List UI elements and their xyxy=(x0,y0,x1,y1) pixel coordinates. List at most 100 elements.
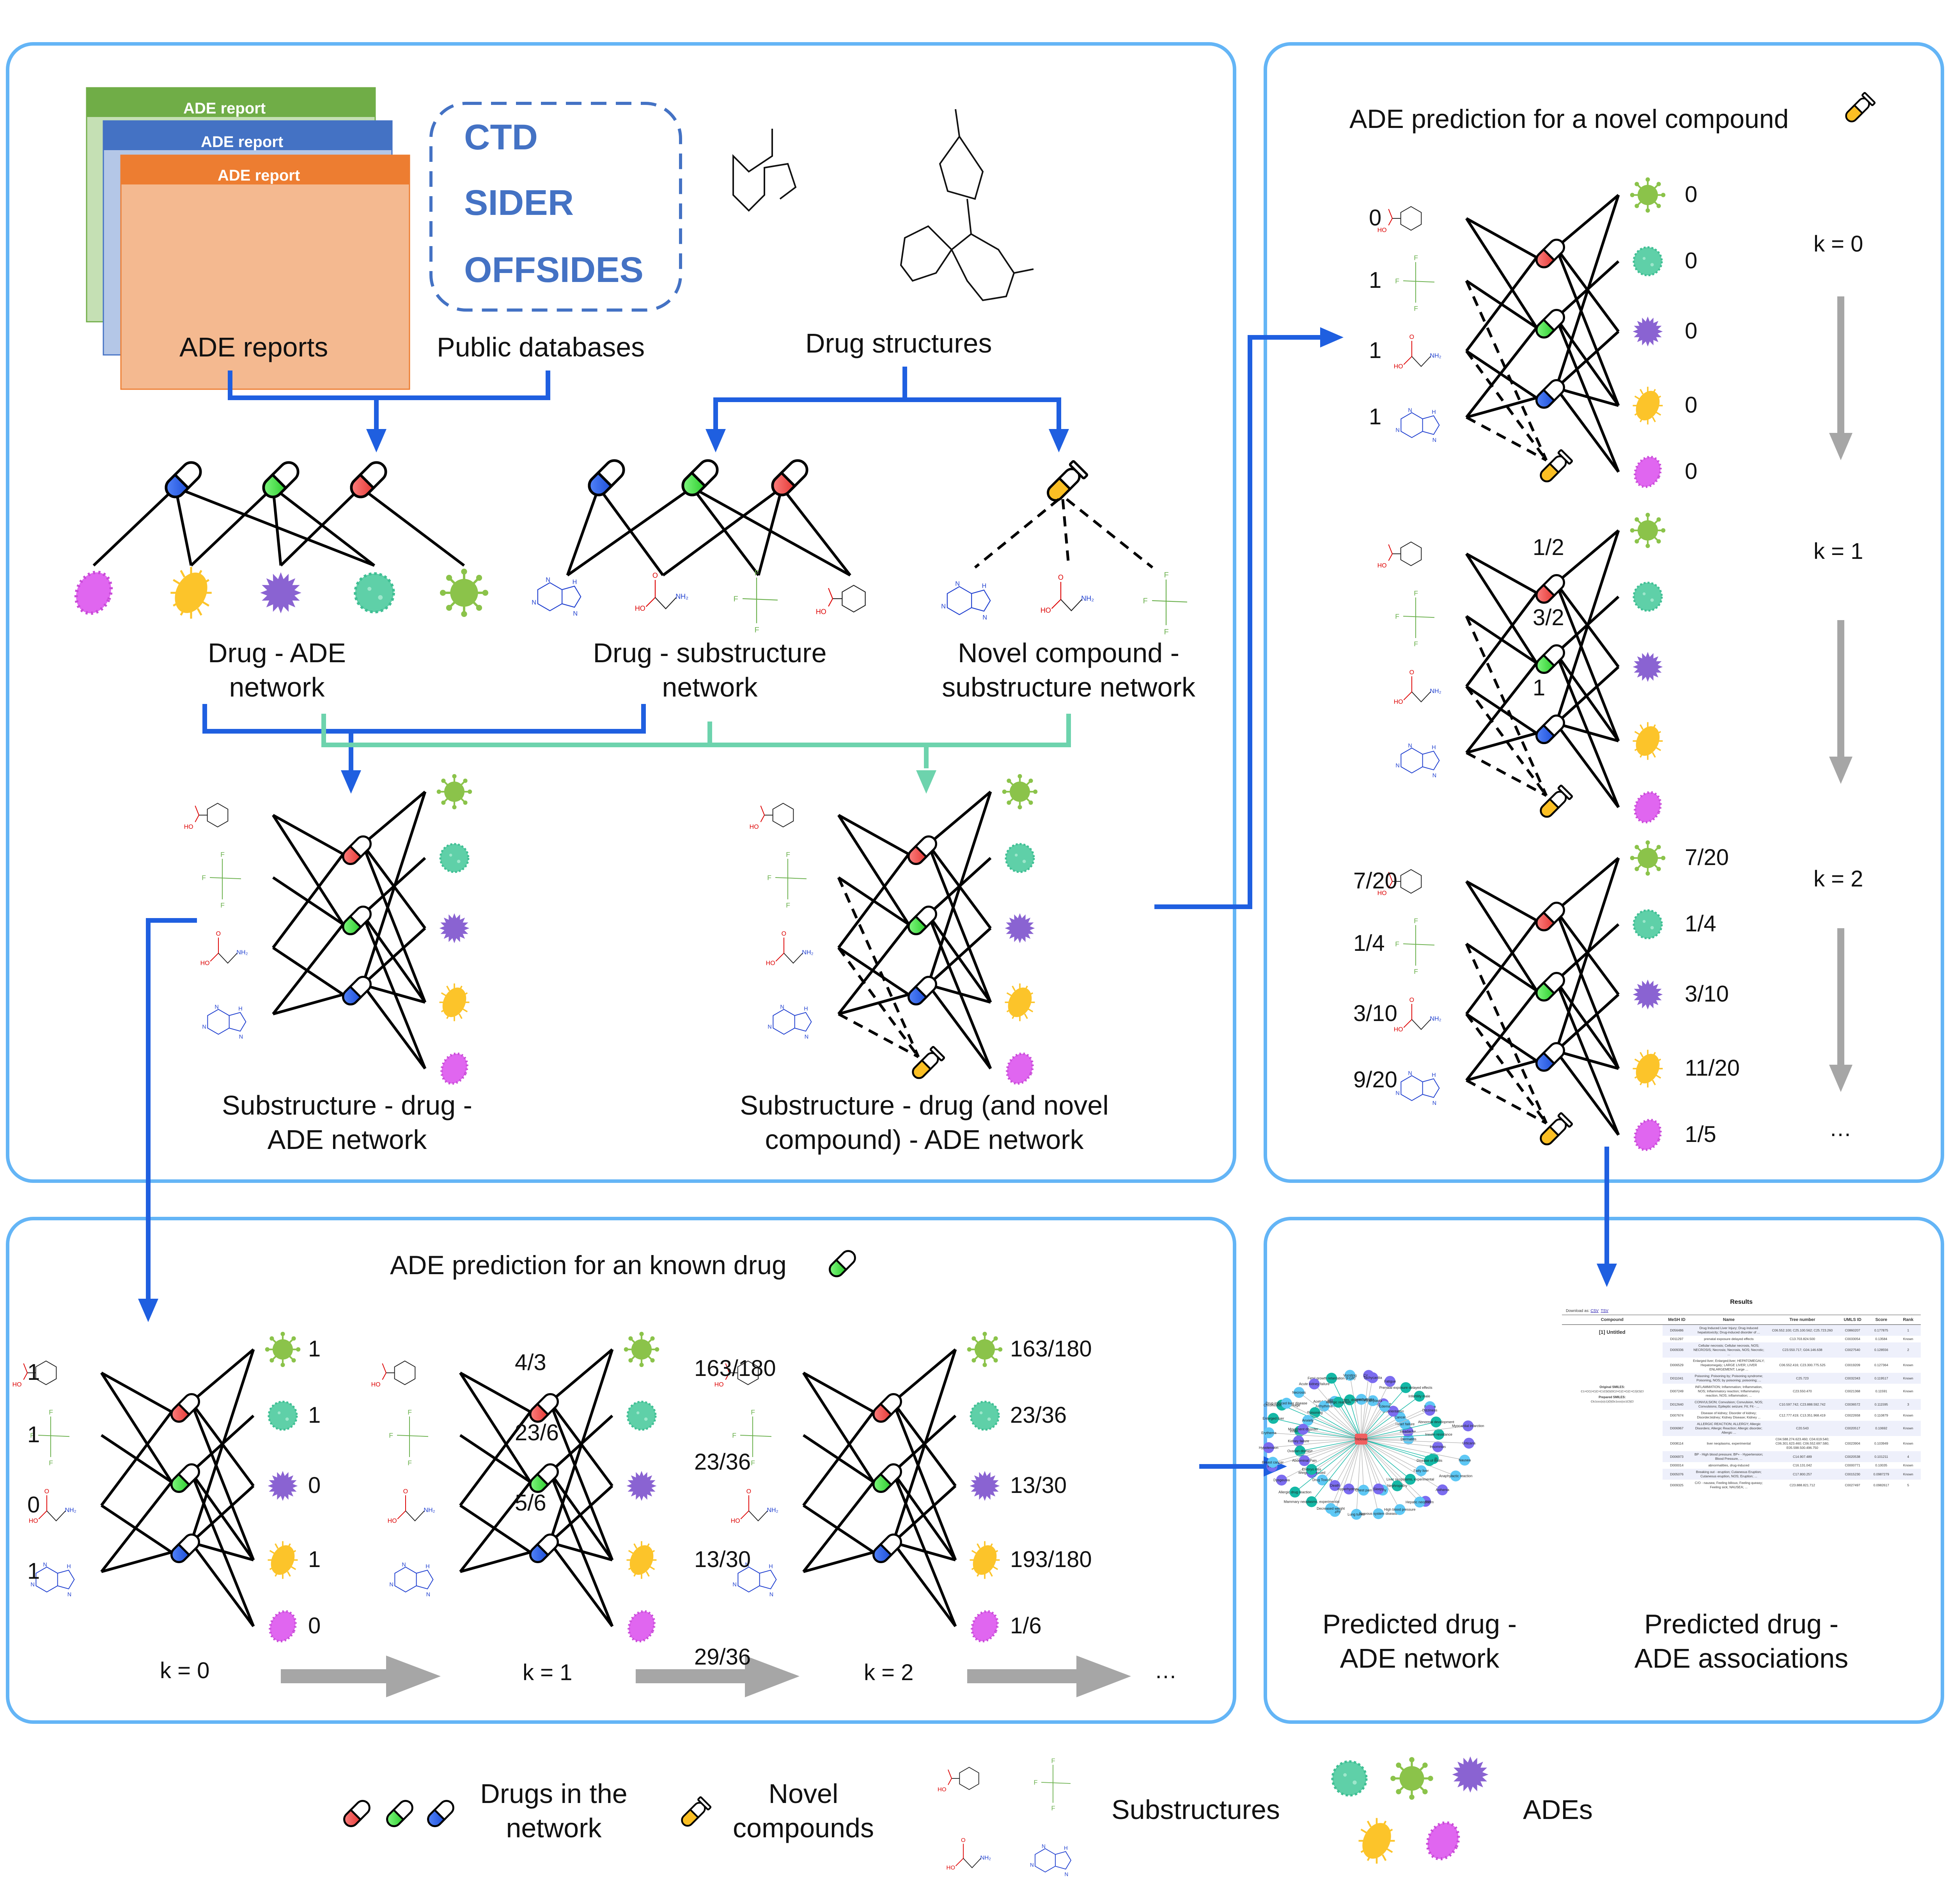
tube-cap xyxy=(929,1046,945,1062)
results-cell-score: 0.127364 xyxy=(1874,1363,1888,1367)
drug-structure-1-icon xyxy=(732,129,797,212)
download-csv-link[interactable]: CSV xyxy=(1590,1309,1599,1313)
pill-half xyxy=(908,844,928,865)
known-substructure-score: 1 xyxy=(27,1422,40,1447)
atom-n: N xyxy=(202,1024,206,1030)
pill-half xyxy=(872,1472,893,1493)
network-edge xyxy=(1273,1418,1361,1440)
atom-n: N xyxy=(239,1034,243,1040)
spike-tip xyxy=(446,574,452,581)
network-edge xyxy=(1294,1439,1361,1493)
atom-n: N xyxy=(1432,1100,1436,1106)
results-cell-score: 0.110879 xyxy=(1874,1413,1888,1417)
tentacle xyxy=(1012,986,1016,991)
network-node-purple xyxy=(1463,1438,1475,1449)
tentacle xyxy=(1652,417,1656,422)
atom-f: F xyxy=(408,1408,412,1416)
network-node-label: Tremor xyxy=(1420,1500,1431,1503)
network-node-purple xyxy=(1343,1483,1354,1494)
network-node-purple xyxy=(1308,1378,1320,1390)
drug-ade-edge xyxy=(191,1541,254,1562)
novel-ade-score: 0 xyxy=(1685,392,1698,418)
network-edge xyxy=(1330,1439,1361,1509)
spike-tip xyxy=(291,1336,296,1341)
atom-f: F xyxy=(49,1408,53,1416)
atom-nh2: NH₂ xyxy=(65,1507,76,1514)
tentacle xyxy=(291,1566,296,1570)
network-edge xyxy=(1361,1404,1384,1440)
results-cell-rank: 4 xyxy=(1895,1451,1921,1462)
spot xyxy=(1353,1780,1357,1785)
bond xyxy=(1388,553,1393,561)
network-node-teal xyxy=(1333,1397,1344,1408)
download-tsv-link[interactable]: TSV xyxy=(1601,1309,1608,1313)
trifluoromethyl-substructure-icon: FFF xyxy=(202,851,241,909)
virus-body xyxy=(1331,1760,1368,1797)
results-cell-rank: Known xyxy=(1895,1421,1921,1436)
tentacle xyxy=(1656,747,1661,751)
results-cell-mesh: D007674 xyxy=(1670,1413,1684,1417)
bacteria-body xyxy=(971,1610,999,1643)
atom-ho: HO xyxy=(938,1786,947,1793)
drug-ade-edge xyxy=(548,1471,614,1627)
tentacle xyxy=(1367,1821,1372,1828)
network-node-label: Heart failure xyxy=(1395,1422,1415,1426)
drug-ade-edge xyxy=(1555,582,1620,742)
drug-ade-edge xyxy=(892,1471,957,1627)
results-cell-tree: C25.723 xyxy=(1766,1373,1838,1384)
drug-ade-edge xyxy=(361,791,427,986)
atom-ho: HO xyxy=(1377,227,1387,234)
results-cell-rank: 1 xyxy=(1895,1324,1921,1336)
structures-split-connector xyxy=(905,397,1061,429)
network-node-label: Myocardial infarction xyxy=(1452,1424,1484,1428)
results-cell-mesh: D011297 xyxy=(1670,1337,1684,1341)
network-node-label: Lung tumor xyxy=(1347,1512,1365,1516)
spike-tip xyxy=(1656,867,1661,871)
bacteria-body xyxy=(1636,726,1660,756)
network-node-purple xyxy=(1298,1424,1309,1435)
novel-ade-score: 0 xyxy=(1685,182,1698,207)
drug-ade-edge xyxy=(1555,857,1620,912)
spike-tip xyxy=(971,1336,976,1341)
atom-o: O xyxy=(1409,334,1414,340)
dashed-edge xyxy=(837,947,920,1058)
network-node-teal xyxy=(1268,1413,1279,1424)
network-node-label: Insulin resistance xyxy=(1425,1432,1452,1436)
bond xyxy=(725,1372,730,1380)
bond xyxy=(742,598,778,601)
drug-substructure-edge xyxy=(566,486,693,576)
network-node-label: Allergic reaction xyxy=(1326,1400,1351,1404)
spike-tip xyxy=(1422,1789,1428,1794)
novel-drug-score: 1 xyxy=(1533,675,1546,700)
atom-o: O xyxy=(782,931,786,937)
network-edge xyxy=(1361,1406,1430,1440)
trifluoromethyl-substructure-icon: FFF xyxy=(1395,254,1435,312)
results-cell-name: liver neoplasms, experimental xyxy=(1707,1441,1751,1445)
bond xyxy=(828,598,833,607)
novel-substructure-score: 1/4 xyxy=(1353,931,1385,956)
substructure-drug-edge xyxy=(837,923,910,1015)
drug-ade-edge xyxy=(1555,980,1620,1136)
ade-purple-icon xyxy=(260,572,301,613)
atom-f: F xyxy=(1143,597,1148,605)
novel-substructure-score: 7/20 xyxy=(1353,868,1397,893)
atom-o: O xyxy=(1058,574,1064,581)
novel-drug-score: 3/2 xyxy=(1533,605,1564,630)
drug-ade-edge xyxy=(1555,194,1620,249)
results-cell-umls: C0027497 xyxy=(1845,1483,1860,1487)
network-node-purple xyxy=(1263,1442,1274,1453)
network-edge xyxy=(1286,1403,1361,1440)
virus-body xyxy=(1637,847,1658,869)
network-node-teal xyxy=(1405,1473,1416,1485)
drug-pill-icon xyxy=(165,461,202,498)
network-node-light xyxy=(1358,1484,1369,1496)
atom-f: F xyxy=(1164,571,1169,580)
atom-n: N xyxy=(1395,427,1399,434)
atom-f: F xyxy=(786,851,790,858)
ring xyxy=(562,585,581,608)
atom-ho: HO xyxy=(1377,890,1387,897)
spike-tip xyxy=(461,568,467,575)
spike-tip xyxy=(1018,805,1022,810)
